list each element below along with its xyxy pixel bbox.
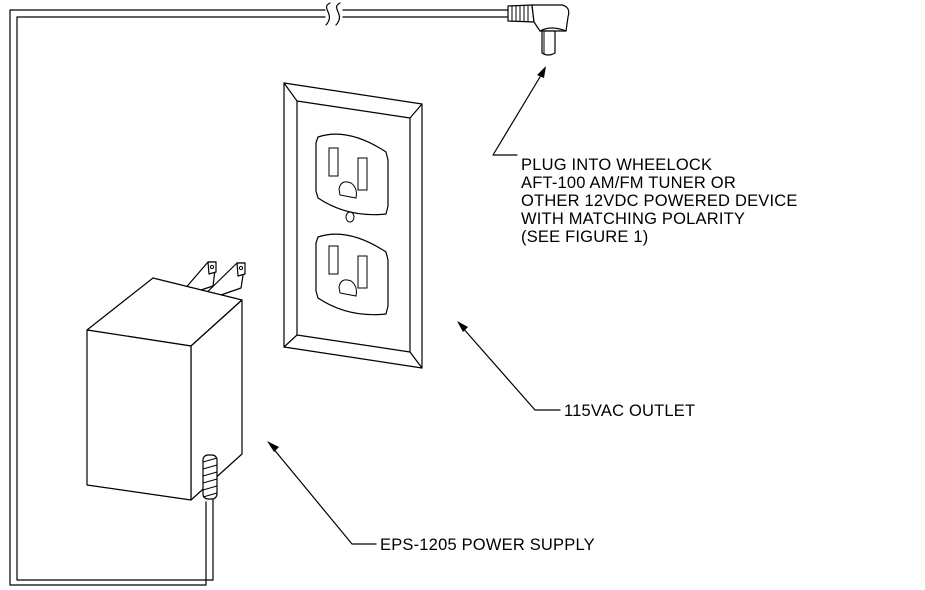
label-outlet: 115VAC OUTLET: [564, 402, 695, 420]
label-plug-line-4: WITH MATCHING POLARITY: [521, 210, 745, 228]
power-supply-front: [86, 329, 192, 501]
callout-leader-power-supply: [267, 441, 377, 545]
wall-outlet: [283, 82, 423, 369]
power-cord: [9, 9, 511, 586]
label-power-supply: EPS-1205 POWER SUPPLY: [380, 536, 595, 554]
label-plug-line-3: OTHER 12VDC POWERED DEVICE: [521, 192, 798, 210]
label-plug-line-1: PLUG INTO WHEELOCK: [521, 156, 712, 174]
label-plug-line-2: AFT-100 AM/FM TUNER OR: [521, 174, 736, 192]
upper-receptacle: [315, 133, 389, 216]
cord-break-symbol: [325, 2, 341, 26]
label-plug-line-5: (SEE FIGURE 1): [521, 228, 649, 246]
power-supply: [86, 261, 246, 501]
callout-leader-outlet: [457, 321, 561, 411]
dc-plug: [507, 4, 570, 56]
label-plug: PLUG INTO WHEELOCK AFT-100 AM/FM TUNER O…: [521, 156, 802, 246]
strain-relief: [202, 454, 218, 500]
center-screw: [345, 211, 355, 223]
callout-leader-plug: [492, 66, 546, 156]
lower-receptacle: [315, 233, 389, 316]
